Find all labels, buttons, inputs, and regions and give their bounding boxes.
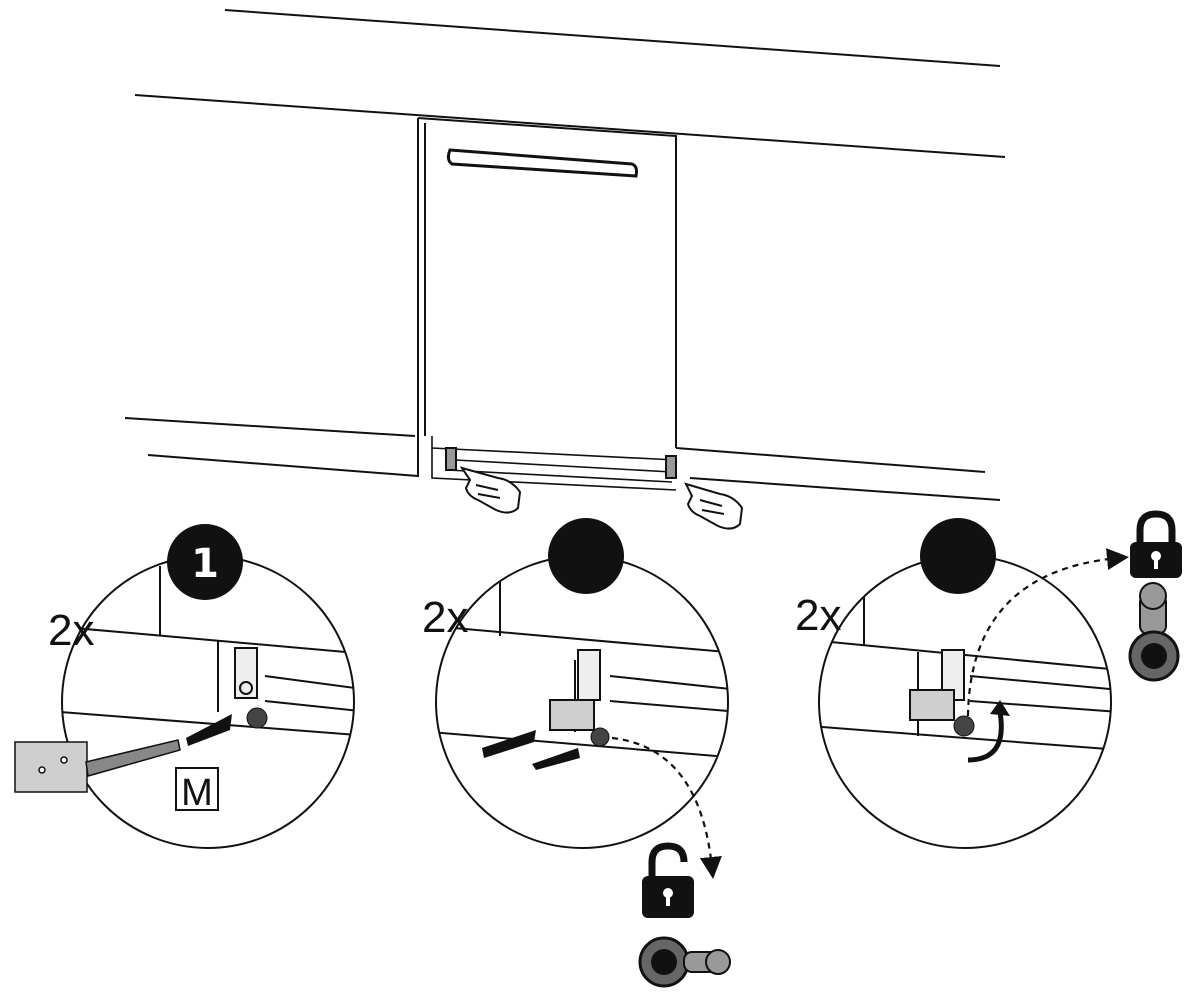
step-1-number: 1	[191, 541, 219, 587]
insert-arrow	[186, 714, 232, 746]
dishwasher-door	[417, 117, 677, 448]
step-3-adjustment-screw	[953, 715, 975, 737]
toe-kick-panel	[431, 436, 677, 491]
left-hinge-bracket	[445, 447, 457, 471]
step-2-badge	[548, 518, 624, 594]
pointing-hand-right-icon	[684, 482, 744, 530]
tool-m-icon	[14, 739, 181, 793]
rotate-arrow	[967, 711, 1004, 763]
step-3-count: 2x	[795, 591, 841, 640]
step-2-adjustment-screw	[590, 727, 610, 747]
step-1-adjustment-screw	[246, 707, 268, 729]
step-1-count: 2x	[48, 606, 94, 655]
worktop-front-edge	[134, 94, 1006, 158]
push-arrow-upper	[482, 730, 536, 758]
step-3-panel: 2x	[795, 518, 1129, 849]
step-2-count: 2x	[422, 593, 468, 642]
right-cabinet	[675, 447, 1001, 501]
step-2-motion-path	[611, 736, 722, 879]
tool-label-box	[175, 767, 219, 811]
step-2-panel: 2x	[422, 518, 729, 879]
pointing-hand-left-icon	[459, 466, 522, 514]
tool-label: M	[181, 772, 213, 814]
right-hinge-bracket	[665, 455, 677, 479]
pull-arrow-lower	[532, 748, 580, 770]
door-handle	[446, 148, 638, 178]
step-3-badge	[920, 518, 996, 594]
left-cabinet	[124, 417, 419, 478]
worktop-back-edge	[224, 9, 1001, 67]
unlocked-padlock-icon	[642, 842, 694, 918]
unlocked-latch-icon	[638, 936, 731, 988]
step-3-motion-path	[966, 548, 1129, 717]
step-1-panel: M 1 2x	[14, 524, 355, 849]
locked-padlock-icon	[1130, 510, 1182, 578]
locked-latch-icon	[1128, 582, 1180, 682]
kitchen-overview	[124, 9, 1006, 501]
step-1-badge	[167, 524, 243, 600]
